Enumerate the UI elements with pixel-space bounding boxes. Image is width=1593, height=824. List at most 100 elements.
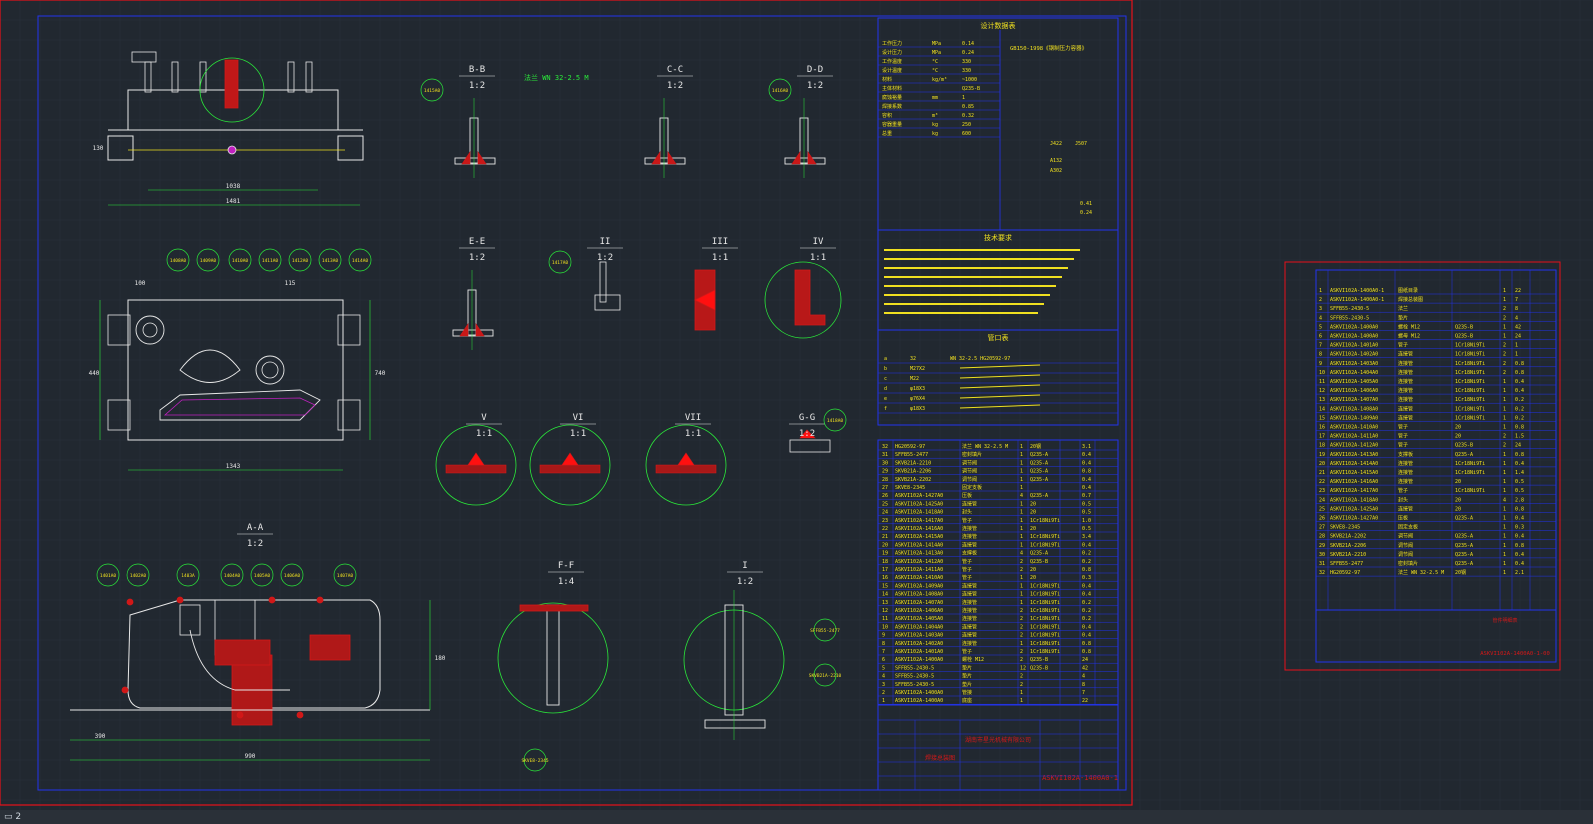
side-item-no: 8	[1319, 352, 1322, 358]
tee-section	[784, 98, 826, 178]
bom-weight: 0.4	[1082, 542, 1091, 548]
bom-code: ASKVI102A-1417A0	[895, 518, 943, 524]
design-row-value: 0.32	[962, 113, 974, 119]
side-code: ASKVI102A-1417A0	[1330, 488, 1378, 494]
bom-qty: 1	[1020, 501, 1023, 507]
bom-item-no: 23	[882, 518, 888, 524]
bom-material: 1Cr18Ni9Ti	[1030, 583, 1060, 589]
view-iii-scale: 1:1	[712, 253, 728, 263]
view-e-e-scale: 1:2	[469, 253, 485, 263]
bom-qty: 1	[1020, 575, 1023, 581]
side-item-no: 3	[1319, 306, 1322, 312]
side-code: ASKVI102A-1403A0	[1330, 361, 1378, 367]
leader-label: 1410A0	[232, 258, 249, 264]
bom-code: ASKVI102A-1403A0	[895, 633, 943, 639]
aa-weld-mark	[268, 596, 276, 604]
bom-name: 垫片	[962, 681, 972, 688]
bom-name: 连接管	[962, 599, 977, 606]
leak-pressure: 0.24	[1080, 210, 1092, 216]
side-code: SKVB21A-2210	[1330, 552, 1366, 558]
side-code: ASKVI102A-1400A0-1	[1330, 297, 1384, 303]
bom-code: ASKVI102A-1412A0	[895, 559, 943, 565]
dimension-value: 130	[93, 145, 104, 152]
view-a-a-name: A-A	[247, 523, 264, 533]
bom-material: Q235-A	[1030, 460, 1048, 466]
bom-code: HG20592-97	[895, 444, 925, 450]
bom-qty: 1	[1020, 469, 1023, 475]
bom-qty: 12	[1020, 665, 1026, 671]
view-iv-scale: 1:1	[810, 253, 826, 263]
tee-weld	[791, 151, 801, 165]
detail-circle	[435, 424, 517, 506]
side-item-no: 30	[1319, 552, 1325, 558]
side-item-no: 21	[1319, 470, 1325, 476]
side-qty: 2	[1503, 361, 1506, 367]
view-i-name: I	[742, 561, 747, 571]
bom-weight: 0.8	[1082, 469, 1091, 475]
elevation-foot-right	[337, 135, 364, 161]
nozzle-size: M22	[910, 376, 919, 382]
aa-pipe	[189, 629, 290, 691]
side-title-frame	[1315, 609, 1557, 663]
side-material: 1Cr18Ni9Ti	[1455, 352, 1485, 358]
side-material: 20	[1455, 497, 1461, 503]
bom-weight: 3.1	[1082, 444, 1091, 450]
side-name: 法兰 WN 32-2.5 M	[1398, 569, 1444, 576]
leader-balloon	[813, 663, 837, 687]
bom-item-no: 17	[882, 567, 888, 573]
elevation-nozzle	[305, 61, 313, 93]
bom-name: 管子	[962, 558, 972, 565]
side-weight: 0.2	[1515, 406, 1524, 412]
sheet-border-outer	[0, 0, 1133, 806]
side-material: 1Cr18Ni9Ti	[1455, 461, 1485, 467]
bom-material: Q235-B	[1030, 665, 1048, 671]
bom-name: 管子	[962, 566, 972, 573]
bom-item-no: 22	[882, 526, 888, 532]
side-material: Q235-A	[1455, 543, 1473, 549]
bom-material: 1Cr18Ni9Ti	[1030, 600, 1060, 606]
leader-balloon	[166, 248, 190, 272]
leader-label: 1414A0	[352, 258, 369, 264]
sheet-border-inner	[37, 15, 1127, 791]
view-titles: B-B1:2C-C1:2D-D1:2E-E1:2II1:2III1:1IV1:1…	[237, 65, 836, 587]
bom-name: 连接管	[962, 607, 977, 614]
iv-detail-circle	[764, 261, 842, 339]
bom-code: ASKVI102A-1427A0	[895, 493, 943, 499]
bom-material: 20	[1030, 575, 1036, 581]
side-item-no: 31	[1319, 561, 1325, 567]
detail-plate	[445, 464, 507, 474]
bom-qty: 4	[1020, 493, 1023, 499]
dimension-value: 440	[89, 370, 100, 377]
plan-view	[99, 299, 371, 471]
bom-material: 1Cr18Ni9Ti	[1030, 518, 1060, 524]
side-code: SKVB21A-2202	[1330, 534, 1366, 540]
side-name: 螺栓 M12	[1398, 323, 1420, 330]
design-row-label: 容器重量	[882, 121, 902, 128]
nozzle-frame	[877, 329, 1119, 426]
bom-material: Q235-A	[1030, 493, 1048, 499]
side-material: Q235-A	[1455, 534, 1473, 540]
bom-item-no: 4	[882, 674, 885, 680]
nozzle-mark: e	[884, 396, 887, 402]
bom-item-no: 14	[882, 592, 888, 598]
bom-item-no: 20	[882, 542, 888, 548]
leader-balloon	[813, 618, 837, 642]
bom-name: 底座	[962, 697, 972, 704]
nozzle-size: φ18X3	[910, 386, 925, 392]
aa-weld-mark	[121, 686, 129, 694]
side-weight: 42	[1515, 324, 1521, 330]
side-qty: 2	[1503, 370, 1506, 376]
side-material: 20	[1455, 479, 1461, 485]
leader-balloon	[280, 563, 304, 587]
leader-balloon	[250, 563, 274, 587]
bom-item-no: 29	[882, 469, 888, 475]
bom-name: 连接管	[962, 582, 977, 589]
design-standard: GB150-1998《钢制压力容器》	[1010, 44, 1087, 52]
side-qty: 2	[1503, 343, 1506, 349]
side-qty: 1	[1503, 534, 1506, 540]
side-border-outer	[1284, 261, 1561, 671]
